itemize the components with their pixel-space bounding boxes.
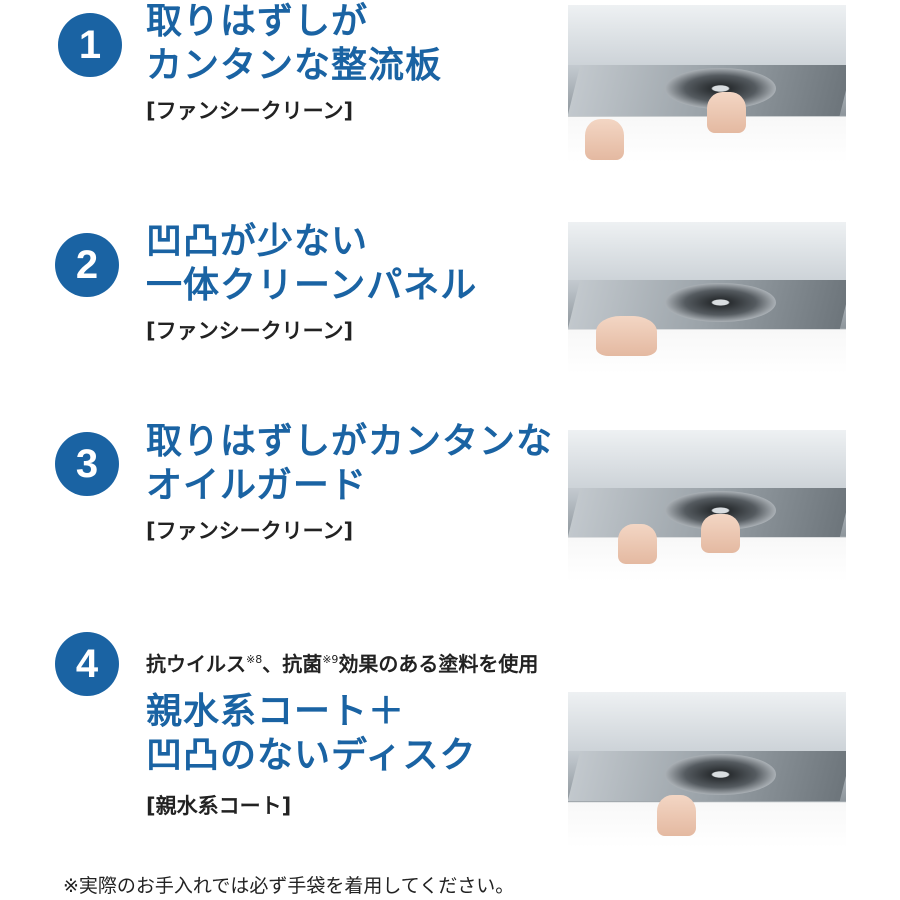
- footnote-ref-8: ※8: [246, 653, 263, 666]
- section-heading-1: 取りはずしが カンタンな整流板: [146, 0, 442, 88]
- section-subtitle-1: [ファンシークリーン]: [146, 99, 354, 123]
- fan-disc: [665, 282, 777, 323]
- heading-line: 親水系コート＋: [146, 691, 406, 732]
- range-hood-photo-2: [568, 222, 846, 374]
- feature-text-part: 抗ウイルス: [146, 652, 246, 676]
- hood-body: [568, 692, 846, 752]
- feature-text-part: 、抗菌: [262, 652, 323, 676]
- section-heading-2: 凹凸が少ない 一体クリーンパネル: [146, 220, 477, 308]
- hood-body: [568, 222, 846, 280]
- heading-line: オイルガード: [146, 465, 367, 506]
- range-hood-photo-1: [568, 5, 846, 163]
- section-heading-3: 取りはずしがカンタンな オイルガード: [146, 420, 553, 508]
- section-subtitle-2: [ファンシークリーン]: [146, 319, 354, 343]
- hand-wiping: [595, 316, 657, 356]
- range-hood-photo-3: [568, 430, 846, 582]
- heading-line: 一体クリーンパネル: [146, 265, 478, 306]
- feature-text-part: 効果のある塗料を使用: [338, 652, 539, 676]
- heading-line: 凹凸が少ない: [146, 221, 369, 262]
- footnote-ref-9: ※9: [322, 653, 339, 666]
- hand-right: [707, 91, 746, 133]
- heading-line: 取りはずしがカンタンな: [146, 421, 554, 462]
- section-number-badge-4: 4: [55, 632, 119, 696]
- section-4-feature-text: 抗ウイルス※8、抗菌※9効果のある塗料を使用: [146, 648, 538, 677]
- heading-line: 取りはずしが: [146, 1, 369, 42]
- hand: [656, 794, 696, 836]
- section-subtitle-4: [親水系コート]: [146, 794, 292, 818]
- hand-left: [584, 118, 624, 160]
- heading-line: 凹凸のないディスク: [146, 735, 477, 776]
- hood-body: [568, 5, 846, 66]
- section-number-badge-2: 2: [55, 233, 119, 297]
- section-number-badge-1: 1: [58, 13, 122, 77]
- fan-disc: [665, 754, 777, 795]
- hand-right: [701, 513, 741, 554]
- hand-left: [618, 524, 657, 564]
- section-heading-4: 親水系コート＋ 凹凸のないディスク: [146, 690, 476, 778]
- heading-line: カンタンな整流板: [146, 45, 443, 86]
- footer-note: ※実際のお手入れでは必ず手袋を着用してください。: [63, 875, 515, 897]
- range-hood-photo-4: [568, 692, 846, 848]
- hood-body: [568, 430, 846, 488]
- section-number-badge-3: 3: [55, 432, 119, 496]
- section-subtitle-3: [ファンシークリーン]: [146, 519, 354, 543]
